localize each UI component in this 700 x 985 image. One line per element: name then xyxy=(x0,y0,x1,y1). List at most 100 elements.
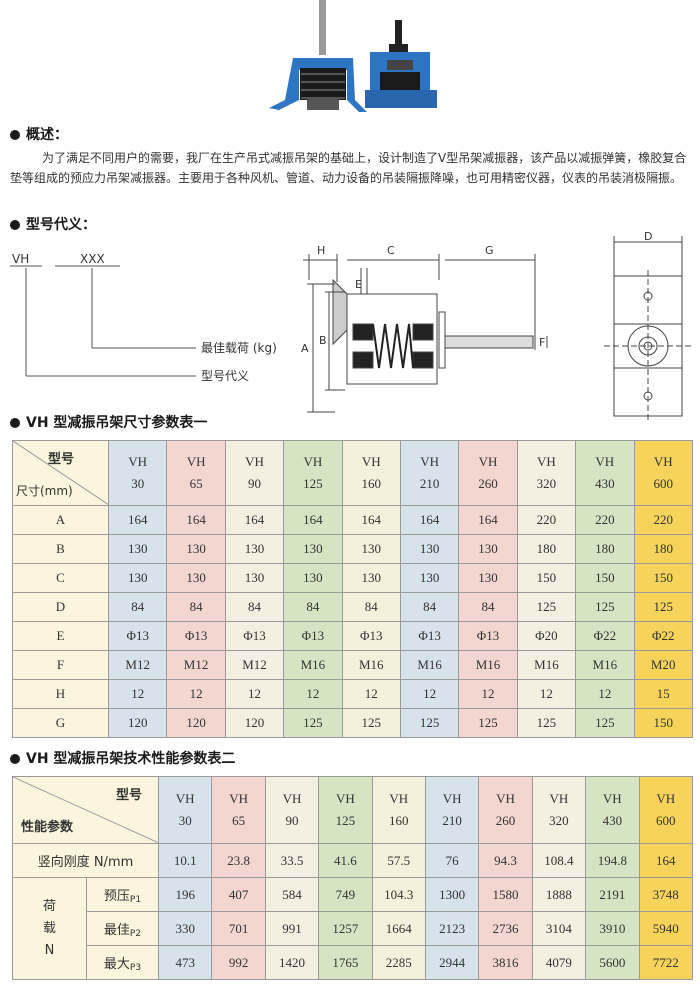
table-cell: 1888 xyxy=(531,877,587,912)
table-cell: 196 xyxy=(157,877,213,912)
table-cell: 12 xyxy=(166,679,226,709)
table-cell: 3910 xyxy=(585,911,640,946)
table-cell: 130 xyxy=(166,534,226,564)
table-cell: 1664 xyxy=(371,911,426,946)
table-cell: 180 xyxy=(575,534,635,564)
table-cell: 130 xyxy=(166,563,226,593)
table-cell: 76 xyxy=(424,843,480,878)
table-cell: 164 xyxy=(166,505,226,535)
table1-heading-text: VH 型减振吊架尺寸参数表一 xyxy=(26,415,208,431)
table-cell: 120 xyxy=(166,708,226,738)
model-code-heading-text: 型号代义： xyxy=(26,217,96,233)
table-cell: 84 xyxy=(283,592,343,622)
table-cell: 991 xyxy=(264,911,320,946)
table-cell: M16 xyxy=(283,650,343,680)
table2-corner: 型号 性能参数 xyxy=(12,776,159,844)
table-cell: 2285 xyxy=(371,945,426,980)
row-label: A xyxy=(12,505,109,535)
table-cell: 130 xyxy=(399,563,460,593)
table-cell: 12 xyxy=(283,679,343,709)
table-cell: 130 xyxy=(458,534,518,564)
bullet-icon xyxy=(10,754,20,764)
code-label-model: 型号代义 xyxy=(201,369,250,383)
table-cell: 180 xyxy=(516,534,577,564)
table-cell: 150 xyxy=(633,708,693,738)
table-cell: 7722 xyxy=(638,945,693,980)
table-cell: 120 xyxy=(107,708,168,738)
table-cell: 12 xyxy=(341,679,401,709)
product-photo xyxy=(255,0,455,120)
table-cell: 125 xyxy=(283,708,343,738)
table-cell: 220 xyxy=(633,505,693,535)
table-cell: Φ20 xyxy=(516,621,577,651)
table1-corner-top: 型号 xyxy=(47,452,74,467)
table-cell: 130 xyxy=(224,534,285,564)
code-prefix: VH xyxy=(12,252,30,266)
load-row-label-sub: P2 xyxy=(129,928,142,939)
table-cell: 992 xyxy=(211,945,266,980)
row-label: C xyxy=(12,563,109,593)
table-cell: Φ13 xyxy=(283,621,343,651)
table-cell: 1580 xyxy=(478,877,533,912)
table-cell: 150 xyxy=(516,563,577,593)
table-cell: 749 xyxy=(318,877,373,912)
table-cell: 130 xyxy=(341,563,401,593)
table-cell: 164 xyxy=(638,843,693,878)
table-cell: Φ22 xyxy=(633,621,693,651)
table-cell: 84 xyxy=(341,592,401,622)
table-cell: 330 xyxy=(157,911,213,946)
table-cell: 584 xyxy=(264,877,320,912)
table-cell: 130 xyxy=(107,563,168,593)
table-cell: M16 xyxy=(575,650,635,680)
intro-paragraph: 为了满足不同用户的需要，我厂在生产吊式减振吊架的基础上，设计制造了V型吊架减振器… xyxy=(10,151,687,185)
table-cell: 1257 xyxy=(318,911,373,946)
table-cell: 84 xyxy=(458,592,518,622)
load-group-char: 荷 xyxy=(42,898,56,914)
load-row-label-text: 最佳 xyxy=(103,922,130,938)
table-cell: 5940 xyxy=(638,911,693,946)
row-label: B xyxy=(12,534,109,564)
table-cell: 4079 xyxy=(531,945,587,980)
table-cell: 130 xyxy=(399,534,460,564)
model-code-diagram xyxy=(10,265,196,377)
table-cell: 57.5 xyxy=(371,843,426,878)
table-cell: M16 xyxy=(341,650,401,680)
table-cell: 150 xyxy=(575,563,635,593)
table-cell: 1300 xyxy=(424,877,480,912)
table-cell: 33.5 xyxy=(264,843,320,878)
table-cell: 12 xyxy=(575,679,635,709)
row-label: H xyxy=(12,679,109,709)
table-cell: 125 xyxy=(575,708,635,738)
table-cell: Φ13 xyxy=(341,621,401,651)
table-cell: 164 xyxy=(107,505,168,535)
table2-corner-top: 型号 xyxy=(115,788,142,803)
stiffness-row: 竖向刚度 N/mm 10.1 23.8 33.5 41.6 57.5 76 94… xyxy=(12,843,693,878)
table-cell: Φ13 xyxy=(224,621,285,651)
table-cell: 3748 xyxy=(638,877,693,912)
table-cell: 12 xyxy=(224,679,285,709)
table-cell: 2736 xyxy=(478,911,533,946)
table-cell: 473 xyxy=(157,945,213,980)
bullet-icon xyxy=(10,418,20,428)
code-label-load: 最佳载荷 (kg) xyxy=(201,341,277,355)
